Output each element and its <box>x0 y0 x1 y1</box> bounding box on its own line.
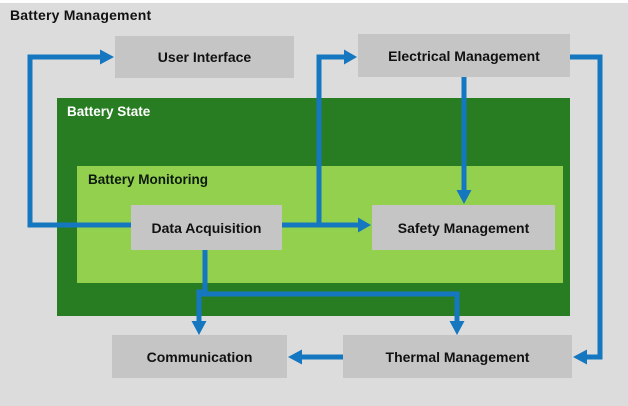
edge-thermal-management-to-communication <box>288 349 343 365</box>
node-communication-label: Communication <box>146 348 253 365</box>
node-data-acquisition: Data Acquisition <box>131 205 282 250</box>
group-battery-monitoring-label: Battery Monitoring <box>88 172 208 187</box>
node-electrical-management-label: Electrical Management <box>388 47 540 64</box>
node-safety-management: Safety Management <box>372 205 555 250</box>
group-battery-state-label: Battery State <box>67 104 151 119</box>
node-communication: Communication <box>112 335 287 378</box>
diagram-title: Battery Management <box>10 7 152 23</box>
node-safety-management-label: Safety Management <box>397 219 530 236</box>
node-data-acquisition-label: Data Acquisition <box>151 219 262 236</box>
edge-electrical-management-to-thermal-management <box>570 54 603 365</box>
node-electrical-management: Electrical Management <box>358 34 570 77</box>
node-thermal-management-label: Thermal Management <box>385 348 530 365</box>
top-border <box>0 0 628 3</box>
node-thermal-management: Thermal Management <box>343 335 572 378</box>
node-user-interface: User Interface <box>115 36 294 78</box>
node-user-interface-label: User Interface <box>157 49 252 65</box>
